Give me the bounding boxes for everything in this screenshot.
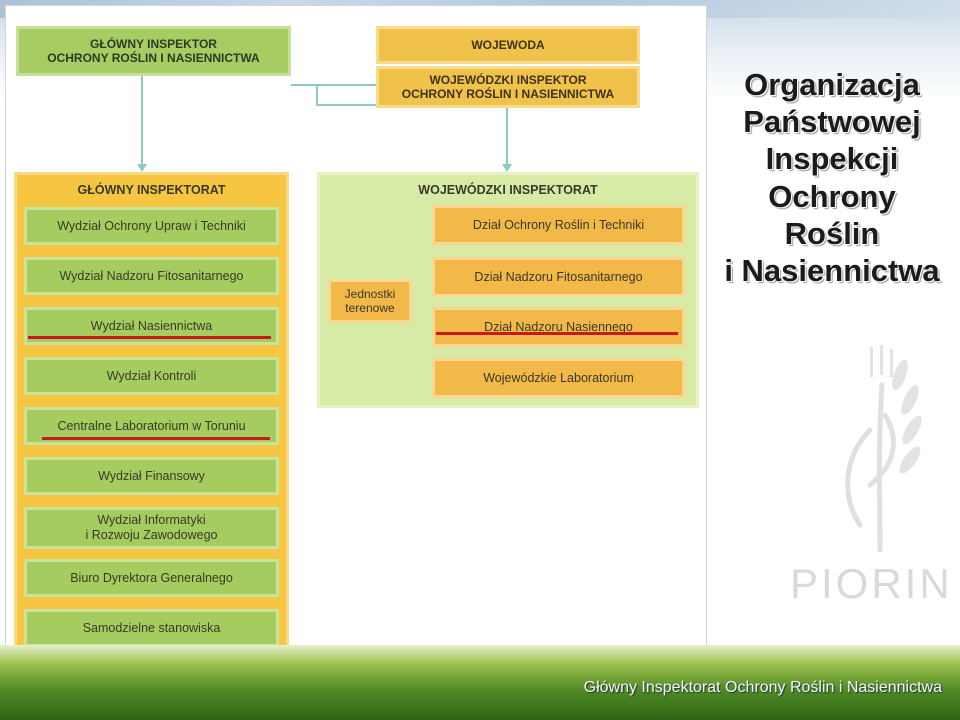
- heading-line: i Nasiennictwa: [724, 252, 940, 288]
- unit-box: Samodzielne stanowiska: [24, 609, 279, 647]
- heading-line: Roślin: [784, 215, 880, 251]
- heading-line: Państwowej: [743, 104, 921, 140]
- connector-line: [291, 84, 376, 86]
- heading-line: Organizacja: [744, 67, 920, 102]
- unit-box: Wojewódzkie Laboratorium: [432, 358, 685, 398]
- wojewodzki-inspektor-box: WOJEWÓDZKI INSPEKTOR OCHRONY ROŚLIN I NA…: [376, 66, 640, 108]
- org-chart-panel: GŁÓWNY INSPEKTOR OCHRONY ROŚLIN I NASIEN…: [5, 5, 707, 677]
- unit-box: Wydział Ochrony Upraw i Techniki: [24, 207, 279, 245]
- glowny-inspektorat-title: GŁÓWNY INSPEKTORAT: [77, 183, 226, 197]
- unit-box: Wydział Finansowy: [24, 457, 279, 495]
- connector-line: [141, 76, 143, 166]
- heading-line: Inspekcji: [765, 141, 899, 177]
- footer-bar: [0, 645, 960, 720]
- glowny-inspektor-box: GŁÓWNY INSPEKTOR OCHRONY ROŚLIN I NASIEN…: [16, 26, 291, 76]
- connector-arrow: [502, 164, 512, 172]
- connector-line: [506, 108, 508, 166]
- unit-box: Biuro Dyrektora Generalnego: [24, 559, 279, 597]
- unit-box: Wydział Nadzoru Fitosanitarnego: [24, 257, 279, 295]
- wojewodzki-inspektorat-title: WOJEWÓDZKI INSPEKTORAT: [418, 183, 598, 197]
- highlight-underline: [28, 336, 271, 339]
- unit-box: Dział Ochrony Roślin i Techniki: [432, 205, 685, 245]
- unit-box: Dział Nadzoru Nasiennego: [432, 307, 685, 347]
- footer-text: Główny Inspektorat Ochrony Roślin i Nasi…: [583, 679, 942, 696]
- heading-line: Ochrony: [768, 178, 896, 214]
- wheat-logo-icon: [845, 345, 922, 553]
- wojewoda-box: WOJEWODA: [376, 26, 640, 64]
- unit-box: Wydział Informatyki i Rozwoju Zawodowego: [24, 507, 279, 549]
- unit-box: Dział Nadzoru Fitosanitarnego: [432, 257, 685, 297]
- connector-line: [316, 84, 318, 106]
- unit-box: Wydział Kontroli: [24, 357, 279, 395]
- highlight-underline: [436, 332, 678, 335]
- unit-box: Wydział Nasiennictwa: [24, 307, 279, 345]
- jednostki-terenowe-box: Jednostki terenowe: [328, 279, 412, 323]
- connector-line: [316, 104, 376, 106]
- highlight-underline: [42, 437, 270, 440]
- connector-arrow: [137, 164, 147, 172]
- slide-heading: Organizacja Państwowej Inspekcji Ochrony…: [700, 66, 960, 289]
- piorin-logo-text: PIORIN: [790, 560, 953, 607]
